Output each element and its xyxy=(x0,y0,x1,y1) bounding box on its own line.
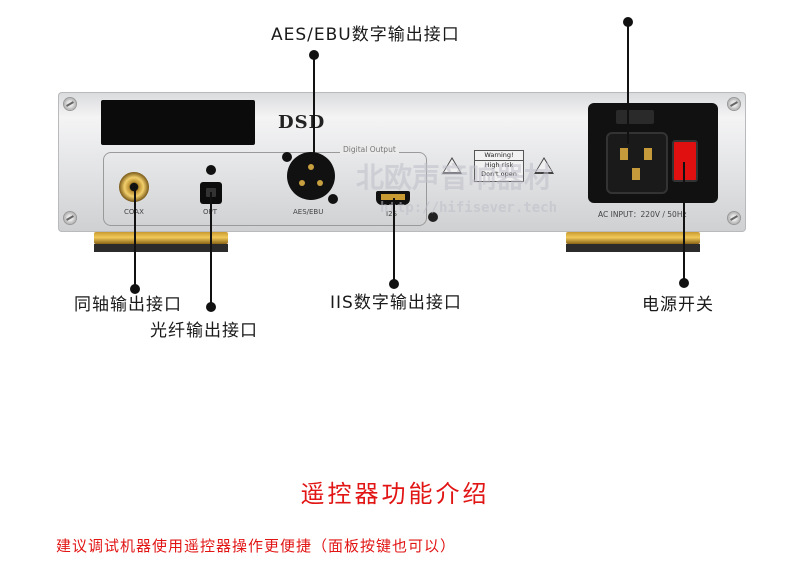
section-subtitle: 建议调试机器使用遥控器操作更便捷（面板按键也可以） xyxy=(56,537,457,555)
callout-line xyxy=(313,55,315,159)
screw-icon xyxy=(64,98,76,110)
aes-port-label: AES/EBU xyxy=(293,208,324,216)
callout-aes-ebu: AES/EBU数字输出接口 xyxy=(271,25,460,45)
optical-indicator xyxy=(206,165,216,175)
callout-line xyxy=(134,186,136,286)
device-foot-left-base xyxy=(94,244,228,252)
device-foot-right xyxy=(566,232,700,244)
callout-coax: 同轴输出接口 xyxy=(74,295,182,315)
warning-line-1: Warning! xyxy=(475,151,523,161)
brand-logo: DSD xyxy=(278,112,326,133)
callout-line xyxy=(683,162,685,282)
power-switch[interactable] xyxy=(672,140,698,182)
aes-ebu-connector xyxy=(287,152,335,200)
device-foot-right-base xyxy=(566,244,700,252)
caution-warning-icon xyxy=(534,157,554,174)
device-foot-left xyxy=(94,232,228,244)
callout-optical: 光纤输出接口 xyxy=(150,321,258,341)
warning-label: Warning! High risk Don't open xyxy=(474,150,524,182)
power-inlet xyxy=(606,132,668,194)
digital-output-group xyxy=(103,152,427,226)
ac-input-label: AC INPUT：220V / 50Hz xyxy=(598,210,687,219)
callout-line xyxy=(210,192,212,304)
callout-line xyxy=(393,198,395,284)
callout-dot xyxy=(206,302,216,312)
callout-power-switch: 电源开关 xyxy=(642,295,714,315)
screw-icon xyxy=(728,212,740,224)
i2s-port-label: I2S xyxy=(386,210,397,218)
warning-line-3: Don't open xyxy=(481,170,517,178)
screw-hole xyxy=(428,212,438,222)
callout-dot xyxy=(389,279,399,289)
lightning-warning-icon xyxy=(442,157,462,174)
callout-dot xyxy=(679,278,689,288)
watermark-url: http://hifisever.tech xyxy=(380,200,558,216)
callout-line xyxy=(627,22,629,144)
fuse-holder xyxy=(616,110,654,124)
xlr-latch xyxy=(328,194,338,204)
xlr-latch xyxy=(282,152,292,162)
warning-line-2: High risk xyxy=(484,161,514,169)
screw-icon xyxy=(64,212,76,224)
coax-port-label: COAX xyxy=(124,208,144,216)
screw-icon xyxy=(728,98,740,110)
watermark-text: 北欧声音响器材 xyxy=(356,161,553,194)
digital-output-label: Digital Output xyxy=(340,145,399,154)
callout-dot xyxy=(130,284,140,294)
display-window xyxy=(101,100,255,145)
callout-iis: IIS数字输出接口 xyxy=(330,293,462,313)
section-title: 遥控器功能介绍 xyxy=(300,480,490,508)
